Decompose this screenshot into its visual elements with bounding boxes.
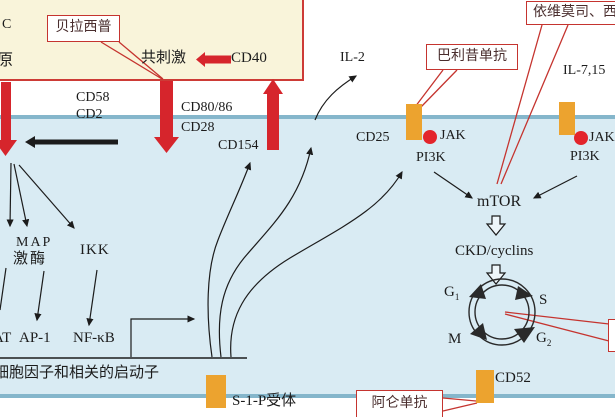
il2-secretion-arrow bbox=[314, 75, 358, 121]
cd40-label: CD40 bbox=[231, 50, 267, 66]
cd52-label: CD52 bbox=[495, 370, 531, 386]
cd52-block bbox=[476, 370, 494, 403]
cellcycle-m-label: M bbox=[448, 331, 462, 347]
signal1-down-arrow bbox=[0, 82, 17, 156]
jak-right-label: JAK bbox=[589, 130, 615, 145]
nfat-cutoff-label: AT bbox=[0, 330, 12, 346]
mtor-block-arrow bbox=[485, 215, 507, 236]
mtor-label: mTOR bbox=[477, 193, 522, 210]
transcription-arrow bbox=[130, 315, 196, 357]
pi3k-mtor-arrows bbox=[433, 171, 578, 199]
map-kinase-label-line2: 激酶 bbox=[13, 251, 48, 267]
cd25-receptor-block bbox=[406, 104, 422, 140]
tcr-left-arrow bbox=[25, 136, 118, 148]
cd154-label: CD154 bbox=[218, 138, 259, 153]
apc-cutoff-label: C bbox=[2, 17, 12, 32]
basiliximab-pointer bbox=[414, 69, 458, 108]
s1p-receptor-label: S-1-P受体 bbox=[232, 393, 297, 409]
il7-15-label: IL-7,15 bbox=[563, 63, 606, 78]
plasma-membrane-top bbox=[0, 115, 615, 119]
pi3k-left-label: PI3K bbox=[416, 150, 446, 165]
everolimus-pointer bbox=[496, 24, 569, 185]
belatacept-box: 贝拉西普 bbox=[47, 15, 120, 42]
belatacept-pointer bbox=[100, 41, 164, 80]
map-kinase-label-line1: MAP bbox=[16, 235, 53, 250]
jak-dot-left bbox=[423, 130, 437, 144]
cd58-label: CD58 bbox=[76, 90, 110, 105]
ap1-label: AP-1 bbox=[19, 330, 51, 346]
ckd-cyclins-label: CKD/cyclins bbox=[455, 243, 534, 259]
signal1-branch-arrows bbox=[0, 162, 98, 327]
antigen-cutoff-label: 原 bbox=[0, 52, 14, 69]
cd40-left-arrow bbox=[196, 52, 231, 67]
right-edge-drug-box bbox=[608, 319, 615, 352]
pi3k-right-label: PI3K bbox=[570, 149, 600, 164]
cd154-up-arrow bbox=[263, 79, 283, 150]
ikk-label: IKK bbox=[80, 242, 110, 258]
cytosol-region bbox=[0, 118, 615, 395]
il2-label: IL-2 bbox=[340, 50, 365, 65]
cell-cycle-ring bbox=[468, 278, 536, 346]
cellcycle-drug-pointer bbox=[504, 311, 610, 342]
il7-receptor-block bbox=[559, 102, 575, 135]
alemtuzumab-box: 阿仑单抗 bbox=[356, 390, 443, 417]
cellcycle-g2-label: G2 bbox=[536, 330, 552, 348]
costimulation-label: 共刺激 bbox=[141, 50, 187, 66]
plasma-membrane-bottom bbox=[0, 394, 615, 398]
alemtuzumab-pointer bbox=[442, 397, 478, 412]
s1p-receptor-block bbox=[206, 375, 226, 408]
basiliximab-box: 巴利昔单抗 bbox=[426, 44, 518, 70]
nfkb-label: NF-κB bbox=[73, 330, 115, 346]
cellcycle-g1-label: G1 bbox=[444, 284, 460, 302]
cd25-label: CD25 bbox=[356, 130, 390, 145]
promoter-label: 细胞因子和相关的启动子 bbox=[0, 365, 160, 381]
jak-dot-right bbox=[574, 131, 588, 145]
cd80-86-label: CD80/86 bbox=[181, 100, 233, 115]
jak-left-label: JAK bbox=[440, 128, 466, 143]
costim-down-arrow bbox=[154, 81, 179, 153]
cd28-label: CD28 bbox=[181, 120, 215, 135]
everolimus-box: 依维莫司、西 bbox=[526, 1, 615, 25]
cytokine-product-curves bbox=[207, 75, 403, 358]
cd2-label: CD2 bbox=[76, 107, 103, 122]
cellcycle-s-label: S bbox=[539, 292, 548, 308]
